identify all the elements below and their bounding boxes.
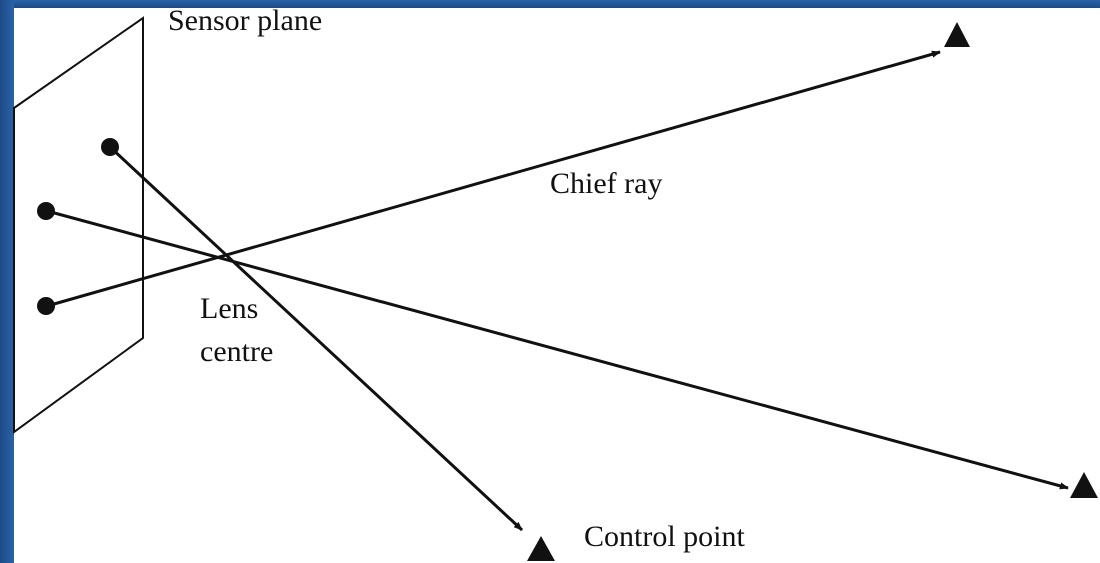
lens-centre-label-line1: Lens — [200, 292, 258, 325]
slide-frame-top — [0, 0, 1100, 8]
lens-centre-label-line2: centre — [200, 335, 273, 368]
sensor-plane-label: Sensor plane — [168, 4, 322, 37]
control-point-top-triangle — [944, 22, 970, 47]
image-point-middle — [37, 202, 55, 220]
image-point-bottom — [37, 297, 55, 315]
ray-to-bottom-control-point — [108, 145, 524, 532]
diagram-canvas — [14, 8, 1100, 563]
chief-ray-label: Chief ray — [550, 167, 662, 200]
sensor-plane — [13, 16, 144, 434]
control-point-label: Control point — [584, 520, 746, 553]
control-point-bottom-triangle — [527, 536, 555, 561]
image-point-top — [101, 138, 119, 156]
control-point-right-triangle — [1070, 472, 1098, 498]
slide-frame-left — [0, 0, 14, 563]
chief-ray — [46, 50, 941, 308]
ray-to-right-control-point — [46, 209, 1069, 490]
